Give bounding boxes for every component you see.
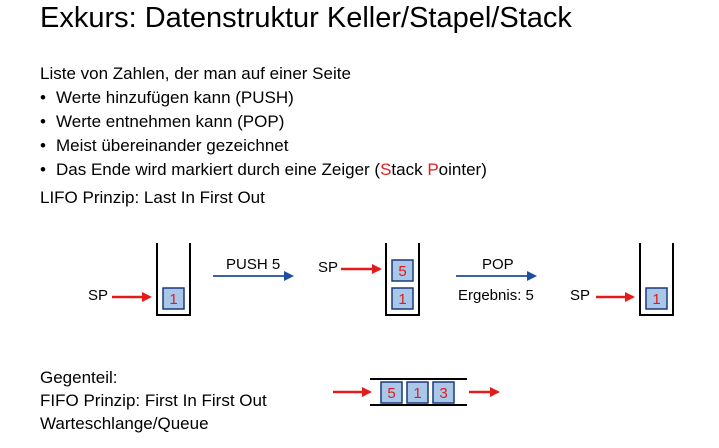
queue-cell: 3 [432,381,455,404]
stack-container-2 [385,243,420,316]
stack3-cell: 1 [645,287,668,310]
stack-container-1 [156,243,191,316]
stack2-cell: 1 [391,287,414,310]
queue-text: Warteschlange/Queue [40,414,209,433]
cell-value: 3 [439,385,447,402]
slide-title: Exkurs: Datenstruktur Keller/Stapel/Stac… [40,2,572,34]
bullet-drawn: •Meist übereinander gezeichnet [40,136,289,155]
pop-label: POP [482,256,514,273]
fifo-block: Gegenteil: FIFO Prinzip: First In First … [40,366,267,435]
bullet-push: •Werte hinzufügen kann (PUSH) [40,88,294,107]
stack1-cell: 1 [162,287,185,310]
lifo-text: LIFO Prinzip: Last In First Out [40,188,265,207]
cell-value: 5 [387,385,395,402]
cell-value: 1 [398,291,406,308]
sp-label-1: SP [88,287,109,304]
cell-value: 1 [413,385,421,402]
result-label: Ergebnis: 5 [458,287,534,304]
cell-value: 1 [169,291,177,308]
fifo-text: FIFO Prinzip: First In First Out [40,391,267,410]
stack2-cell: 5 [391,259,414,282]
bullet-pop: •Werte entnehmen kann (POP) [40,112,285,131]
stack-container-3 [639,243,674,316]
queue-cell: 1 [406,381,429,404]
queue-cell: 5 [380,381,403,404]
bullet-stack-pointer: •Das Ende wird markiert durch eine Zeige… [40,160,487,179]
intro-text: Liste von Zahlen, der man auf einer Seit… [40,64,351,83]
sp-label-3: SP [570,287,591,304]
gegenteil-label: Gegenteil: [40,368,118,387]
cell-value: 5 [398,263,406,280]
sp-label-2: SP [318,259,339,276]
cell-value: 1 [652,291,660,308]
push-label: PUSH 5 [226,256,281,273]
